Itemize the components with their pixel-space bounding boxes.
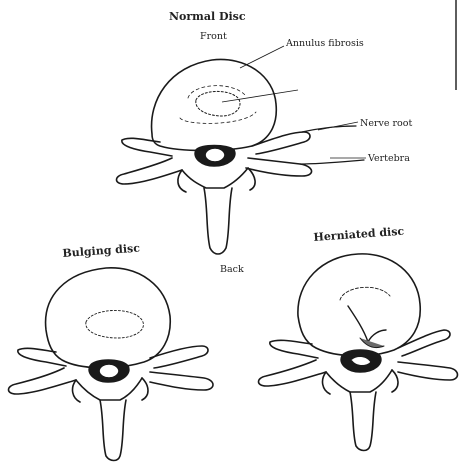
vertebra-label: Vertebra	[368, 153, 410, 164]
bulging-spinous-process	[100, 400, 126, 461]
normal-disc-title: Normal Disc	[169, 10, 246, 23]
annulus-label: Annulus fibrosis	[286, 38, 364, 49]
front-label: Front	[200, 31, 227, 42]
herniated-disc-body	[298, 254, 420, 356]
nerve-root-label: Nerve root	[360, 118, 412, 129]
bulging-disc-body	[46, 268, 171, 368]
normal-disc-body	[152, 59, 277, 150]
normal-spinous-process	[204, 188, 232, 254]
back-label: Back	[220, 264, 244, 275]
normal-disc-illustration	[117, 59, 365, 254]
herniated-disc-illustration	[259, 254, 458, 451]
bulging-disc-illustration	[9, 268, 214, 461]
herniated-spinous-process	[350, 392, 376, 451]
